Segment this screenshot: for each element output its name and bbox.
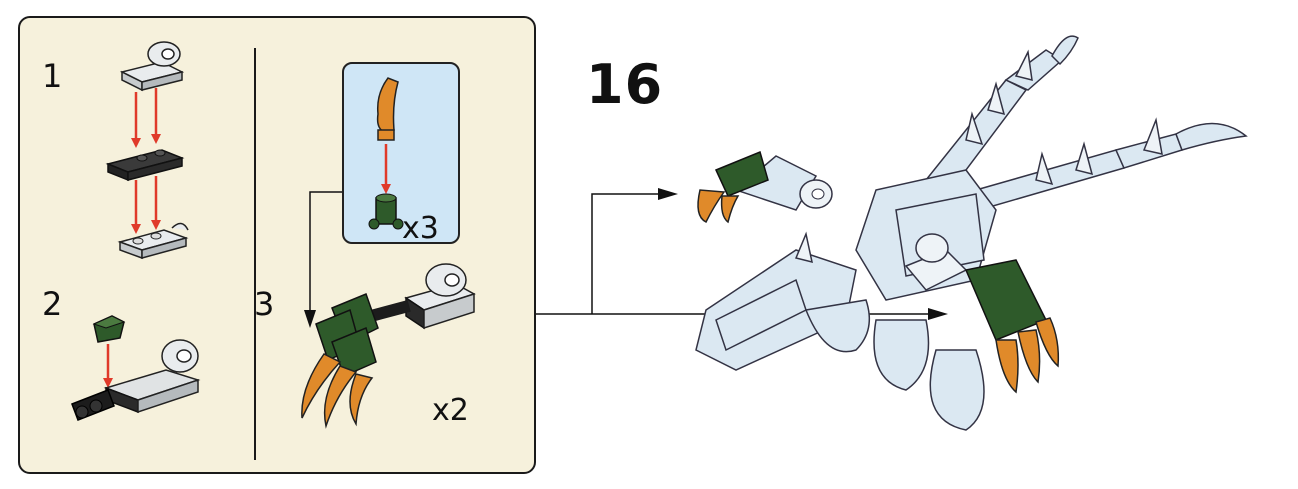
substep-2-number: 2 <box>42 285 63 323</box>
parts-inset: x3 <box>342 62 460 244</box>
substep-2-illustration <box>71 315 201 421</box>
panel-divider <box>254 48 256 460</box>
substep-1-illustration <box>105 41 189 260</box>
inset-quantity: x3 <box>402 211 439 246</box>
substep-3-claw-illustration <box>301 263 476 429</box>
dragon-model-illustration <box>695 35 1248 431</box>
inset-connector-arrow <box>304 191 342 328</box>
inset-parts-illustration <box>368 77 404 230</box>
substeps-panel: 1 2 3 <box>18 16 536 474</box>
substep-3-number: 3 <box>254 285 275 323</box>
substep-3-quantity: x2 <box>432 393 469 428</box>
substep-1-number: 1 <box>42 57 63 95</box>
step-number: 16 <box>586 53 664 116</box>
